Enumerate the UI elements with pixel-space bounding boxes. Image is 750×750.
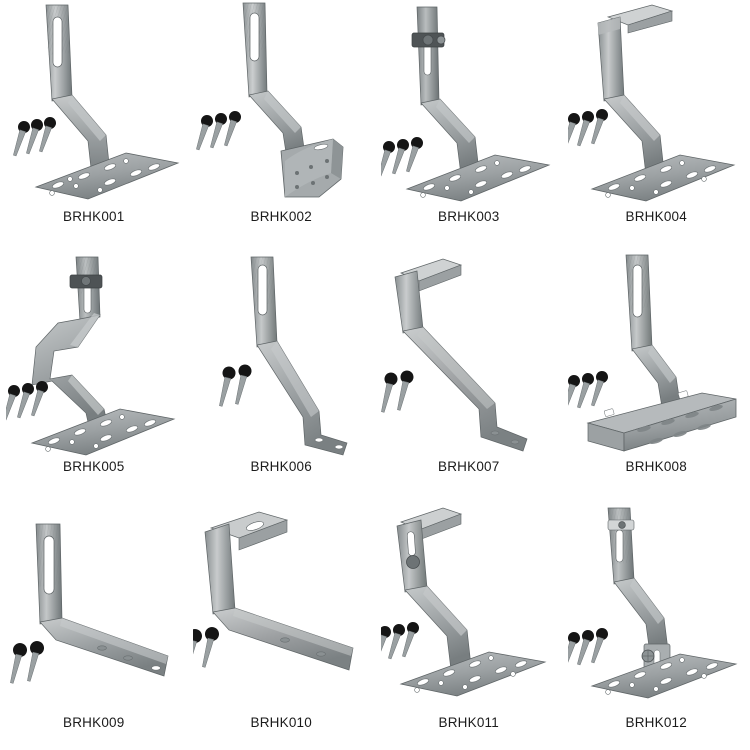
- screw-set: [380, 370, 414, 413]
- roof-hook-illustration: [568, 4, 736, 202]
- sliding-clamp: [411, 32, 446, 48]
- sliding-clamp: [69, 274, 103, 289]
- product-label: BRHK008: [625, 459, 687, 474]
- product-cell-brhk011[interactable]: BRHK011: [375, 500, 563, 750]
- roof-hook-illustration: [12, 4, 180, 200]
- product-image-brhk008: [563, 250, 750, 462]
- product-cell-brhk009[interactable]: BRHK009: [0, 500, 188, 750]
- product-image-brhk010: [188, 500, 376, 712]
- roof-hook-illustration: [196, 2, 344, 198]
- screw-set: [380, 137, 423, 177]
- product-label: BRHK011: [438, 715, 499, 730]
- product-cell-brhk012[interactable]: BRHK012: [563, 500, 750, 750]
- roof-hook-illustration: [380, 507, 547, 696]
- product-image-brhk006: [188, 250, 376, 462]
- product-label: BRHK005: [63, 459, 125, 474]
- product-label: BRHK003: [438, 209, 500, 224]
- product-cell-brhk003[interactable]: BRHK003: [375, 0, 563, 250]
- product-label: BRHK010: [250, 715, 312, 730]
- product-image-brhk001: [0, 0, 188, 212]
- sliding-clamp: [607, 519, 635, 530]
- screw-set: [219, 364, 252, 407]
- roof-hook-illustration: [193, 511, 354, 670]
- product-image-brhk007: [375, 250, 563, 462]
- product-image-brhk003: [375, 0, 563, 212]
- product-image-brhk004: [563, 0, 750, 212]
- product-cell-brhk008[interactable]: BRHK008: [563, 250, 750, 500]
- product-label: BRHK007: [438, 459, 500, 474]
- product-label: BRHK002: [250, 209, 312, 224]
- product-cell-brhk005[interactable]: BRHK005: [0, 250, 188, 500]
- product-image-brhk009: [0, 500, 188, 712]
- screw-set: [380, 621, 419, 661]
- roof-hook-illustration: [9, 523, 169, 684]
- product-cell-brhk004[interactable]: BRHK004: [563, 0, 750, 250]
- product-label: BRHK004: [625, 209, 687, 224]
- product-image-brhk005: [0, 250, 188, 462]
- roof-hook-illustration: [568, 254, 737, 452]
- roof-hook-illustration: [219, 256, 348, 456]
- product-cell-brhk006[interactable]: BRHK006: [188, 250, 376, 500]
- product-label: BRHK006: [250, 459, 312, 474]
- screw-set: [568, 109, 609, 149]
- roof-hook-illustration: [568, 507, 738, 698]
- roof-hook-illustration: [380, 6, 551, 202]
- product-image-brhk011: [375, 500, 563, 712]
- screw-set: [9, 640, 44, 684]
- roof-hook-illustration: [380, 258, 528, 452]
- product-image-brhk002: [188, 0, 376, 212]
- product-label: BRHK009: [63, 715, 125, 730]
- screw-set: [12, 117, 56, 157]
- product-cell-brhk002[interactable]: BRHK002: [188, 0, 376, 250]
- product-cell-brhk001[interactable]: BRHK001: [0, 0, 188, 250]
- product-cell-brhk010[interactable]: BRHK010: [188, 500, 376, 750]
- screw-set: [5, 381, 48, 421]
- screw-set: [196, 111, 242, 151]
- screw-set: [568, 627, 609, 667]
- screw-set: [568, 371, 609, 411]
- screw-set: [193, 626, 220, 670]
- product-label: BRHK001: [63, 209, 125, 224]
- product-label: BRHK012: [625, 715, 687, 730]
- roof-hook-illustration: [5, 256, 176, 456]
- product-cell-brhk007[interactable]: BRHK007: [375, 250, 563, 500]
- product-image-brhk012: [563, 500, 750, 712]
